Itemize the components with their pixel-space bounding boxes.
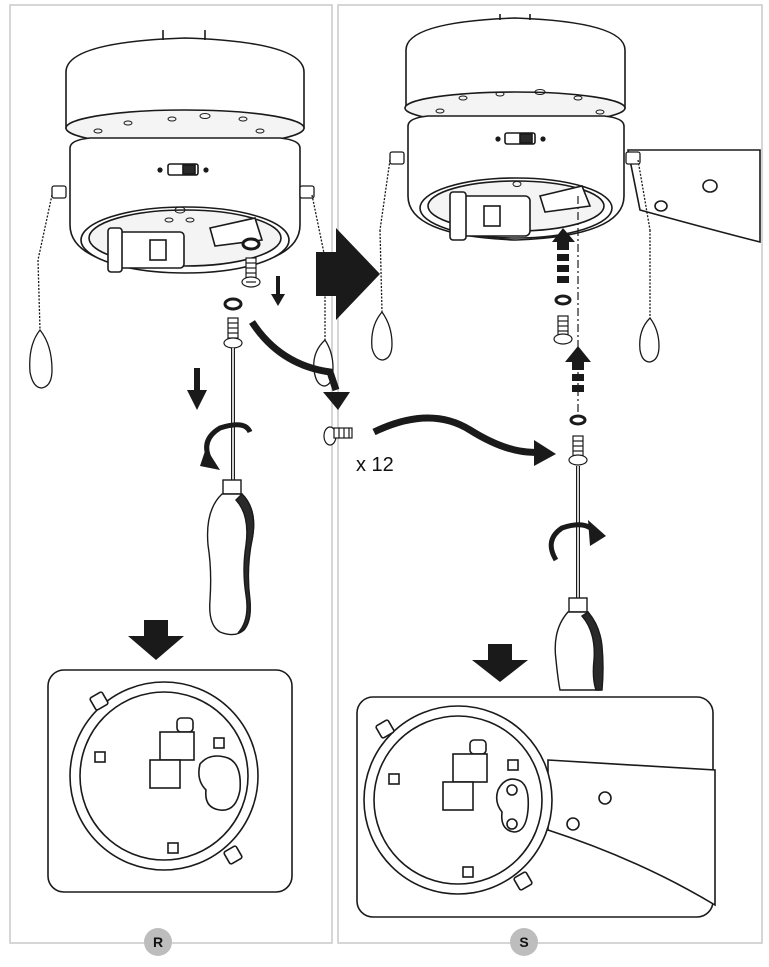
step-s-blade-bracket-top: [627, 149, 761, 244]
step-s-arrow-up-lower: [565, 346, 591, 392]
step-badge-r: R: [144, 928, 172, 956]
step-r-screw: [223, 317, 243, 349]
step-s-result-panel: [356, 696, 716, 918]
step-s-rotate-arrow: [548, 520, 606, 562]
step-s-result-arrow: [472, 644, 528, 682]
next-step-arrow: [316, 228, 380, 320]
step-s-pull-chain-left: [371, 151, 405, 361]
step-r-result-arrow: [128, 620, 184, 660]
loose-screw: [323, 426, 353, 446]
step-r-washer-top: [241, 237, 261, 251]
step-s-arrow-up-upper: [552, 228, 575, 283]
step-s-housing: [404, 14, 626, 241]
step-s-washer-lower: [569, 414, 587, 426]
step-r-screw-top: [241, 257, 261, 288]
step-s-screwdriver: [554, 466, 604, 691]
step-r-screwdriver: [206, 348, 255, 636]
step-r-washer: [223, 297, 243, 311]
step-s-pull-chain-right: [625, 151, 660, 363]
step-badge-s: S: [510, 928, 538, 956]
step-r-arrow-down-small: [271, 276, 285, 306]
step-s-screw-lower: [568, 435, 588, 466]
step-r-rotate-arrow: [200, 422, 253, 470]
screw-quantity-label: x 12: [356, 454, 394, 476]
step-r-curved-arrow: [249, 320, 350, 410]
step-r-arrow-down: [187, 368, 207, 410]
step-r-housing: [65, 30, 305, 274]
step-s-washer-upper: [554, 294, 572, 306]
step-r-result-panel: [47, 669, 293, 893]
step-r-pull-chain-left: [29, 185, 67, 389]
step-s-screw-upper: [553, 315, 573, 345]
step-s-curved-arrow: [372, 414, 556, 466]
